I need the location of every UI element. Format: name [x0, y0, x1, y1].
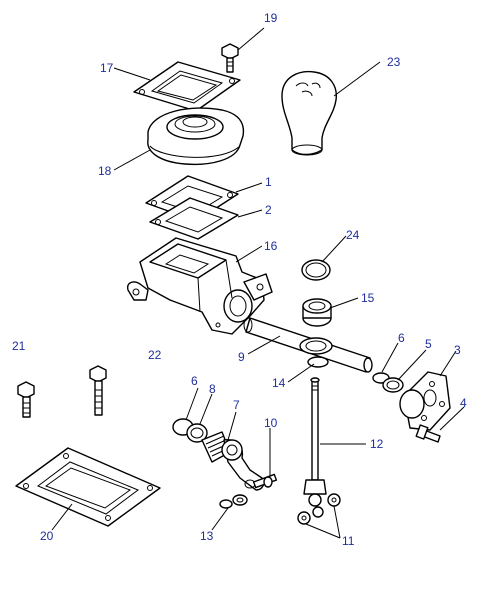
callout-20: 20 — [40, 529, 54, 543]
callout-16: 16 — [264, 239, 278, 253]
part-15-bush — [302, 298, 332, 327]
callout-10: 10 — [264, 416, 278, 430]
callout-23: 23 — [387, 55, 401, 69]
callout-8: 8 — [209, 382, 216, 396]
callout-14: 14 — [272, 376, 286, 390]
part-17-gasket — [133, 61, 241, 112]
callout-17: 17 — [100, 61, 114, 75]
callout-19: 19 — [264, 11, 278, 25]
callout-1: 1 — [265, 175, 272, 189]
leader-lines — [51, 27, 465, 539]
callout-18: 18 — [98, 164, 112, 178]
part-11-fittings — [297, 493, 341, 525]
part-16-housing — [126, 237, 273, 335]
callout-11: 11 — [342, 534, 355, 548]
callout-labels: 19 17 23 18 1 2 16 24 15 21 22 9 6 5 3 1… — [12, 11, 467, 548]
part-23-gear-knob — [281, 70, 337, 156]
part-3-end-cover — [399, 371, 451, 431]
callout-24: 24 — [346, 228, 360, 242]
callout-5: 5 — [425, 337, 432, 351]
part-12-selector-rod — [303, 377, 327, 507]
part-5-seal — [382, 377, 404, 393]
part-24-o-ring — [301, 259, 331, 281]
part-22-bolt — [89, 365, 107, 416]
part-8-seal — [186, 423, 208, 443]
callout-22: 22 — [148, 348, 162, 362]
part-19-bolt — [221, 43, 239, 73]
part-7-selector-lever — [201, 431, 265, 491]
callout-2: 2 — [265, 203, 272, 217]
callout-9: 9 — [238, 350, 245, 364]
callout-13: 13 — [200, 529, 214, 543]
callout-3: 3 — [454, 343, 461, 357]
part-20-gasket — [15, 447, 161, 527]
callout-12: 12 — [370, 437, 384, 451]
callout-21: 21 — [12, 339, 26, 353]
callout-7: 7 — [233, 398, 240, 412]
callout-15: 15 — [361, 291, 375, 305]
part-21-bolt — [17, 381, 35, 418]
part-10-pin — [252, 473, 278, 489]
part-13-clip — [219, 494, 248, 509]
part-18-cover-plate — [147, 107, 245, 166]
callout-6-left: 6 — [191, 374, 198, 388]
part-4-screw — [415, 424, 441, 443]
callout-6-right: 6 — [398, 331, 405, 345]
part-2-gasket — [149, 197, 239, 240]
callout-4: 4 — [460, 396, 467, 410]
